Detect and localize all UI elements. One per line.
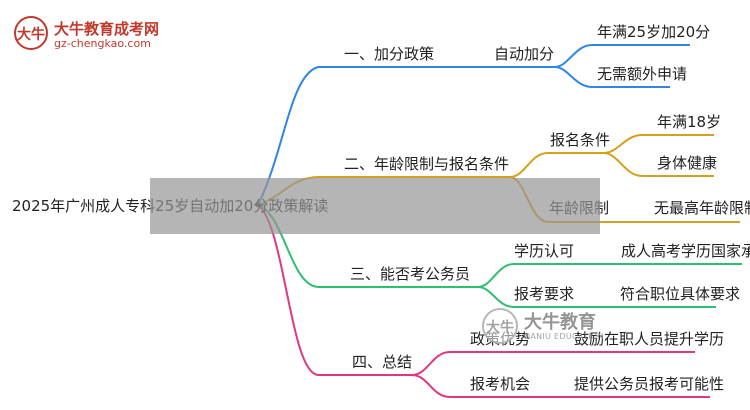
leaf-age25-bonus: 年满25岁加20分 <box>597 23 711 41</box>
node-degree-recognition: 学历认可 <box>514 242 575 260</box>
brand-url: gz-chengkao.com <box>54 37 151 50</box>
edge-branch3-degree <box>477 263 590 288</box>
leaf-civil-possibility: 提供公务员报考可能性 <box>574 375 725 393</box>
brand-logo-glyph: 大牛 <box>17 27 45 43</box>
node-exam-opportunity: 报考机会 <box>470 375 531 393</box>
watermark-logo-icon: 大牛 <box>482 308 518 344</box>
node-signup-conditions: 报名条件 <box>550 131 611 149</box>
leaf-age18: 年满18岁 <box>657 113 722 131</box>
leaf-encourage-study: 鼓励在职人员提升学历 <box>574 330 725 348</box>
watermark-glyph: 大牛 <box>486 320 514 336</box>
leaf-degree-national: 成人高考学历国家承认 <box>621 242 750 260</box>
edge-branch4-chance <box>411 374 555 398</box>
edge-signup-18 <box>603 134 714 154</box>
branch-age-signup: 二、年龄限制与报名条件 <box>344 155 510 173</box>
node-exam-requirements: 报考要求 <box>514 285 575 303</box>
leaf-healthy: 身体健康 <box>657 154 718 172</box>
edge-branch4-adv <box>411 351 555 376</box>
gray-overlay-band <box>150 178 600 234</box>
leaf-no-max-age: 无最高年龄限制 <box>654 199 750 217</box>
edge-branch2-signup <box>509 152 604 178</box>
edge-auto-noapply <box>554 66 670 88</box>
leaf-job-requirements: 符合职位具体要求 <box>620 285 741 303</box>
leaf-no-application: 无需额外申请 <box>597 65 688 83</box>
edge-auto-25 <box>554 44 690 68</box>
watermark-name: 大牛教育 <box>524 312 596 333</box>
node-auto-bonus: 自动加分 <box>494 45 555 63</box>
watermark-english: DANIU EDUCATION <box>524 332 604 341</box>
brand-logo: 大牛 大牛教育成考网 gz-chengkao.com <box>14 14 164 54</box>
brand-logo-icon: 大牛 <box>14 16 48 50</box>
brand-name: 大牛教育成考网 <box>54 20 160 38</box>
edge-signup-health <box>603 152 714 177</box>
branch-civil-servant: 三、能否考公务员 <box>350 265 471 283</box>
branch-bonus-policy: 一、加分政策 <box>344 45 435 63</box>
watermark-logo: 大牛 大牛教育 DANIU EDUCATION <box>482 306 607 348</box>
branch-summary: 四、总结 <box>352 353 413 371</box>
edge-branch3-req <box>477 286 590 308</box>
